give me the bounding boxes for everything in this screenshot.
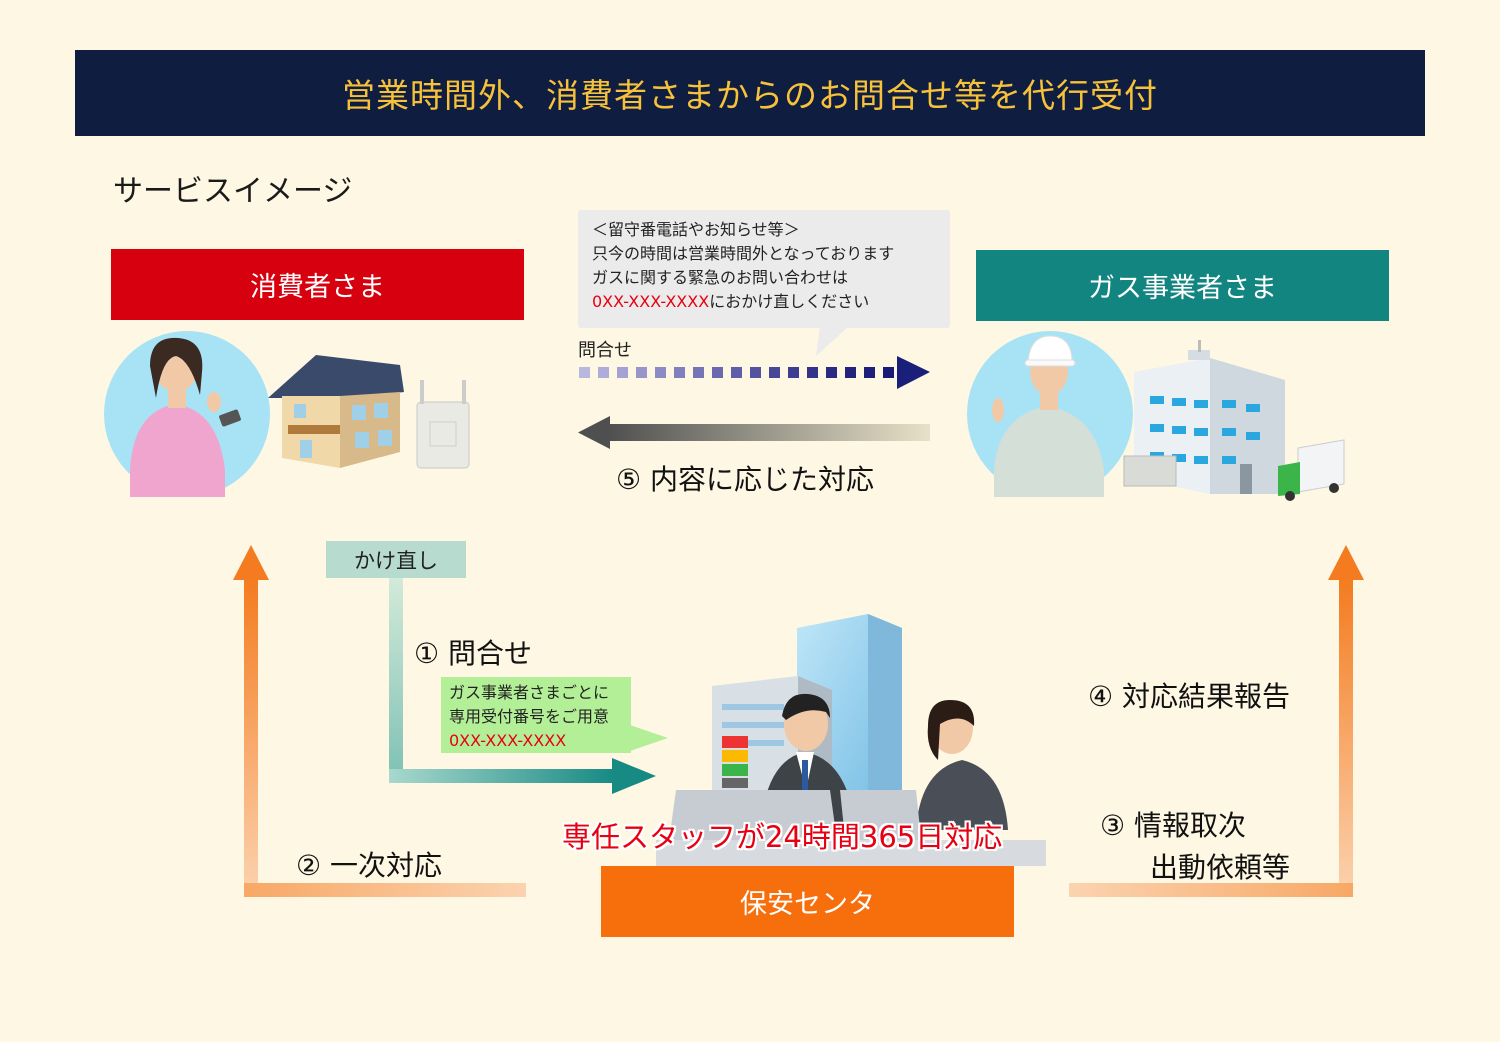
dedicated-number-note: ガス事業者さまごとに 専用受付番号をご用意 0XX-XXX-XXXX: [441, 677, 631, 753]
green-note-tail: [630, 725, 668, 751]
factory-icon: [1123, 340, 1285, 494]
inquiry-arrow: [579, 356, 930, 389]
step1-label: ① 問合せ: [414, 637, 533, 670]
bubble-line-2: 只今の時間は営業時間外となっております: [592, 244, 895, 263]
truck-icon: [1278, 439, 1345, 501]
recall-inquiry-arrow: [389, 578, 656, 794]
note-line-1: ガス事業者さまごとに: [449, 683, 610, 702]
staff-availability-text: 専任スタッフが24時間365日対応: [562, 820, 1003, 854]
consumer-label: 消費者さま: [111, 249, 524, 320]
step3-label-line1: ③ 情報取次: [1100, 809, 1247, 842]
bubble-line-4: 0XX-XXX-XXXXにおかけ直しください: [592, 290, 950, 314]
response-arrow: [578, 416, 930, 449]
step3-label-line2: 出動依頼等: [1150, 851, 1291, 884]
note-line-2: 専用受付番号をご用意: [449, 707, 610, 726]
report-arrow: [1069, 545, 1364, 897]
page-banner: 営業時間外、消費者さまからのお問合せ等を代行受付: [75, 50, 1425, 136]
desk-monitors: [656, 790, 1046, 866]
bubble-line-4-suffix: におかけ直しください: [709, 292, 870, 311]
step4-label: ④ 対応結果報告: [1088, 680, 1291, 713]
woman-with-phone-icon: [104, 331, 270, 497]
first-response-arrow: [233, 545, 526, 897]
step2-label: ② 一次対応: [296, 849, 443, 882]
security-center-label: 保安センタ: [601, 866, 1014, 937]
router-icon: [416, 380, 470, 469]
recall-label: かけ直し: [326, 541, 466, 578]
step5-label: ⑤ 内容に応じた対応: [616, 463, 875, 496]
signal-tower-icon: [722, 736, 748, 788]
house-icon: [268, 355, 404, 468]
answering-message-bubble: ＜留守番電話やお知らせ等＞ 只今の時間は営業時間外となっております ガスに関する…: [578, 210, 950, 328]
inquiry-arrow-label: 問合せ: [578, 340, 632, 361]
section-title: サービスイメージ: [113, 174, 353, 209]
engineer-icon: [967, 331, 1133, 497]
bubble-line-3: ガスに関する緊急のお問い合わせは: [592, 268, 849, 287]
speech-bubble-tail: [816, 327, 848, 356]
bubble-phone-number: 0XX-XXX-XXXX: [592, 292, 710, 311]
note-phone-number: 0XX-XXX-XXXX: [449, 731, 567, 750]
gas-company-label: ガス事業者さま: [976, 250, 1389, 321]
bubble-line-1: ＜留守番電話やお知らせ等＞: [592, 220, 800, 239]
